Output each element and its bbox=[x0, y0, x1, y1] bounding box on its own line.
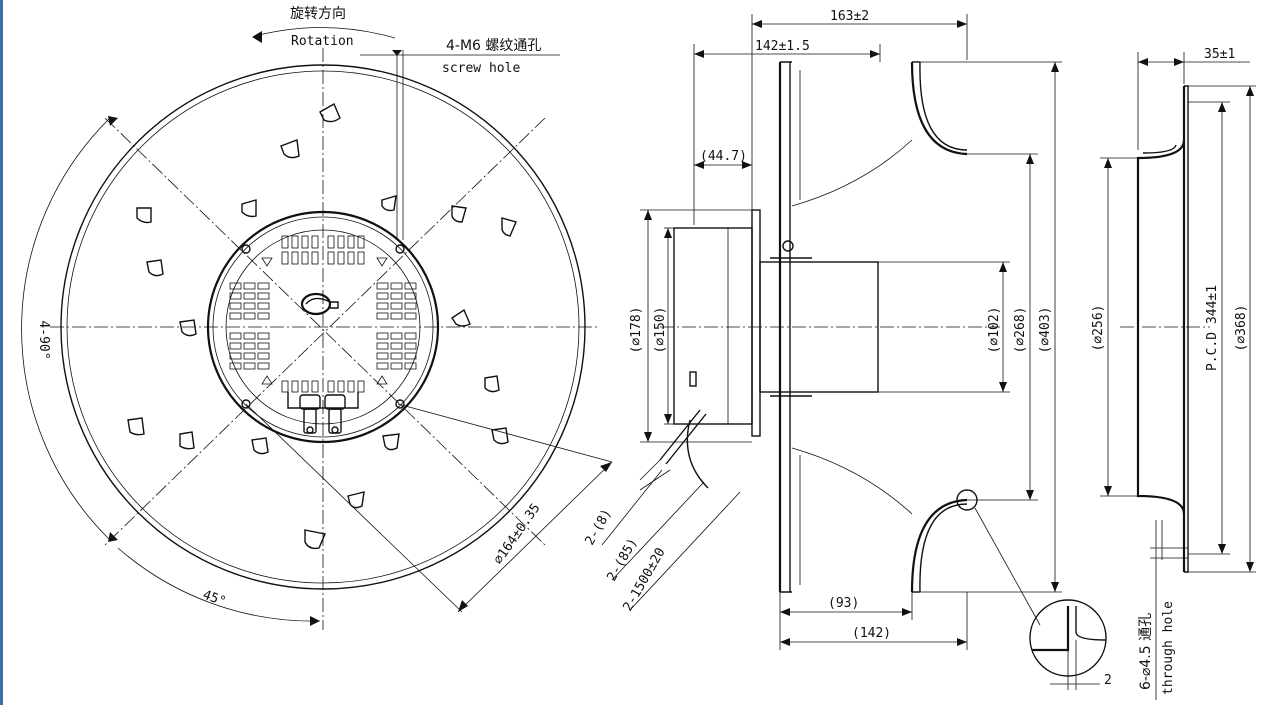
inlet-ring-top bbox=[910, 61, 968, 156]
grille-bottom bbox=[281, 380, 365, 393]
hub-hole bbox=[241, 244, 251, 254]
angle-45-label: 45° bbox=[201, 588, 228, 610]
dia-164-label: ⌀164±0.35 bbox=[491, 501, 544, 567]
grille-top bbox=[281, 235, 365, 265]
screw-hole-label-cn: 4-M6 螺纹通孔 bbox=[446, 38, 541, 54]
screw-hole-label-en: screw hole bbox=[442, 61, 520, 76]
grille-right bbox=[376, 282, 417, 370]
dia-403-label: (⌀403) bbox=[1038, 307, 1053, 354]
hub-hole bbox=[241, 399, 251, 409]
grille-left bbox=[229, 282, 270, 370]
dim-142-label: 142±1.5 bbox=[755, 39, 810, 54]
dia-102-label: (⌀102) bbox=[987, 307, 1002, 354]
through-hole-label-en: through hole bbox=[1161, 601, 1176, 695]
dim-35-label: 35±1 bbox=[1204, 47, 1235, 62]
dim-44-7-label: (44.7) bbox=[700, 149, 747, 164]
angle-arc-45 bbox=[117, 547, 321, 622]
side-view bbox=[640, 14, 1062, 650]
dim-93-label: (93) bbox=[828, 596, 859, 611]
detail-dim-2-label: 2 bbox=[1104, 673, 1112, 688]
dia-368-label: (⌀368) bbox=[1234, 305, 1249, 352]
inlet-ring-bottom bbox=[910, 498, 968, 593]
inlet-ring-view bbox=[1100, 52, 1256, 700]
rotation-label-cn: 旋转方向 bbox=[290, 6, 346, 22]
rotor-vents bbox=[127, 103, 517, 550]
left-edge-accent bbox=[0, 0, 3, 705]
angle-4x90-label: 4-90° bbox=[36, 320, 51, 359]
cable-leads bbox=[601, 409, 741, 611]
dia-268-label: (⌀268) bbox=[1013, 307, 1028, 354]
dim-163-label: 163±2 bbox=[830, 9, 869, 24]
through-hole-label-cn: 6-⌀4.5 通孔 bbox=[1138, 613, 1154, 690]
hub-hole bbox=[395, 399, 405, 409]
dia-256-label: (⌀256) bbox=[1091, 305, 1106, 352]
detail-view bbox=[1029, 599, 1107, 690]
rotation-label-en: Rotation bbox=[291, 34, 354, 49]
dia-178-label: (⌀178) bbox=[629, 307, 644, 354]
front-view bbox=[21, 27, 613, 630]
fan-brand-logo-icon bbox=[300, 292, 339, 316]
hub-hole bbox=[395, 244, 405, 254]
motor-body bbox=[673, 227, 753, 425]
dia-150-label: (⌀150) bbox=[653, 307, 668, 354]
cable-label-2: 2-(85) bbox=[604, 536, 640, 584]
dim-142b-label: (142) bbox=[852, 626, 891, 641]
cable-label-1: 2-(8) bbox=[582, 507, 615, 548]
pcd-label: P.C.D 344±1 bbox=[1205, 285, 1220, 371]
angle-arc-4x90 bbox=[21, 117, 111, 541]
rotation-arrow bbox=[254, 27, 396, 39]
